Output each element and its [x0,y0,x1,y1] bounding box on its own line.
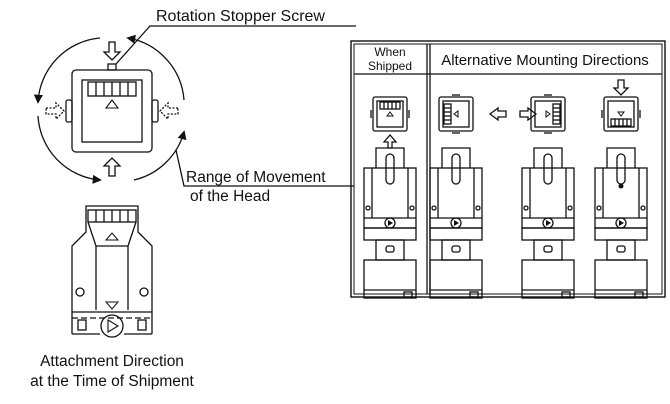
table-header-shipped-line1: When [374,45,405,59]
rotation-stopper-label: Rotation Stopper Screw [156,8,325,25]
arrow-down-icon [102,41,122,61]
table-header-shipped-line2: Shipped [368,59,412,73]
shipment-body-illustration [71,205,153,338]
range-label-line1: Range of Movement [186,169,326,186]
rotation-head-illustration [33,34,187,184]
range-leader-line [175,149,354,187]
shipped-orientation [363,96,417,299]
rotation-arrow-icon [33,37,101,104]
arrow-down-icon [612,79,630,96]
arrow-up-icon [382,134,398,149]
arrow-up-icon [102,157,122,177]
stopper-leader-line [115,25,356,65]
alt-orientation-right [521,94,575,299]
range-label-line2: of the Head [190,188,270,205]
alt-orientation-down [594,79,648,299]
arrow-left-icon [159,101,179,121]
screw-hole-icon [618,183,624,189]
triangle-marker-icon [104,99,120,109]
double-arrow-icon [488,106,538,122]
alt-orientation-left [429,94,483,299]
arrow-right-icon [45,101,65,121]
attachment-label-line1: Attachment Direction [40,353,184,370]
table-header-alternatives: Alternative Mounting Directions [441,52,649,69]
bolt-symbol-icon [100,314,124,338]
attachment-label-line2: at the Time of Shipment [30,373,194,390]
